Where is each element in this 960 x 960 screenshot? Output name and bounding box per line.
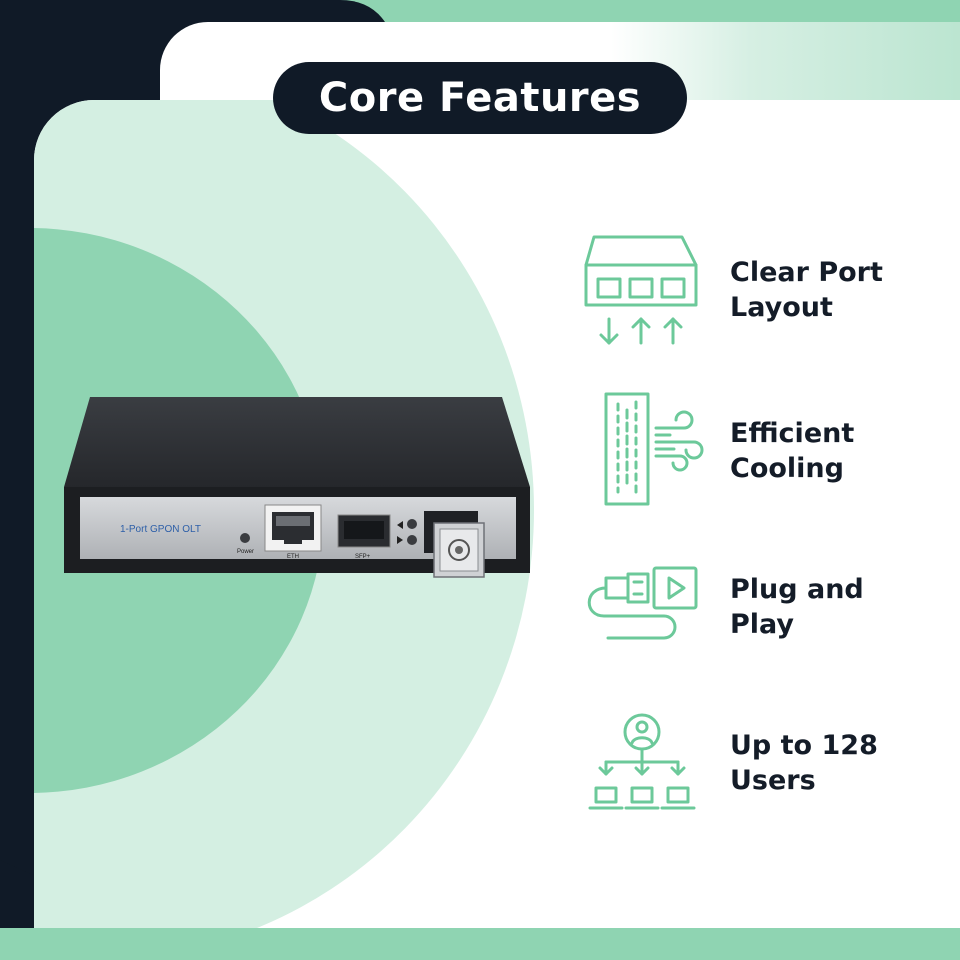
- usb-plug-play-icon: [587, 566, 698, 640]
- feature-plug-and-play: Plug and Play: [580, 560, 940, 680]
- feature-line-1: Clear Port: [730, 257, 883, 288]
- device-eth-label: ETH: [287, 554, 299, 560]
- feature-clear-port-layout: Clear Port Layout: [580, 235, 940, 355]
- feature-efficient-cooling: Efficient Cooling: [580, 392, 940, 512]
- device-sfp-label: SFP+: [355, 554, 371, 560]
- device-model-label: 1-Port GPON OLT: [120, 524, 201, 535]
- user-network-icon: [588, 713, 696, 810]
- bottom-band: [0, 928, 960, 960]
- feature-line-1: Efficient: [730, 418, 855, 449]
- device-power-label: Power: [237, 549, 254, 555]
- feature-line-2: Users: [730, 765, 816, 796]
- feature-line-2: Play: [730, 609, 795, 640]
- gpon-olt-device-image: 1-Port GPON OLT Power ETH SFP+: [64, 397, 530, 578]
- cooling-fan-icon: [604, 392, 704, 506]
- page-title: Core Features: [318, 75, 642, 121]
- title-badge: Core Features: [273, 62, 687, 134]
- feature-line-1: Plug and: [730, 574, 864, 605]
- feature-line-1: Up to 128: [730, 730, 878, 761]
- feature-line-2: Cooling: [730, 453, 844, 484]
- switch-ports-icon: [584, 235, 698, 345]
- feature-up-to-128-users: Up to 128 Users: [580, 712, 940, 832]
- feature-line-2: Layout: [730, 292, 833, 323]
